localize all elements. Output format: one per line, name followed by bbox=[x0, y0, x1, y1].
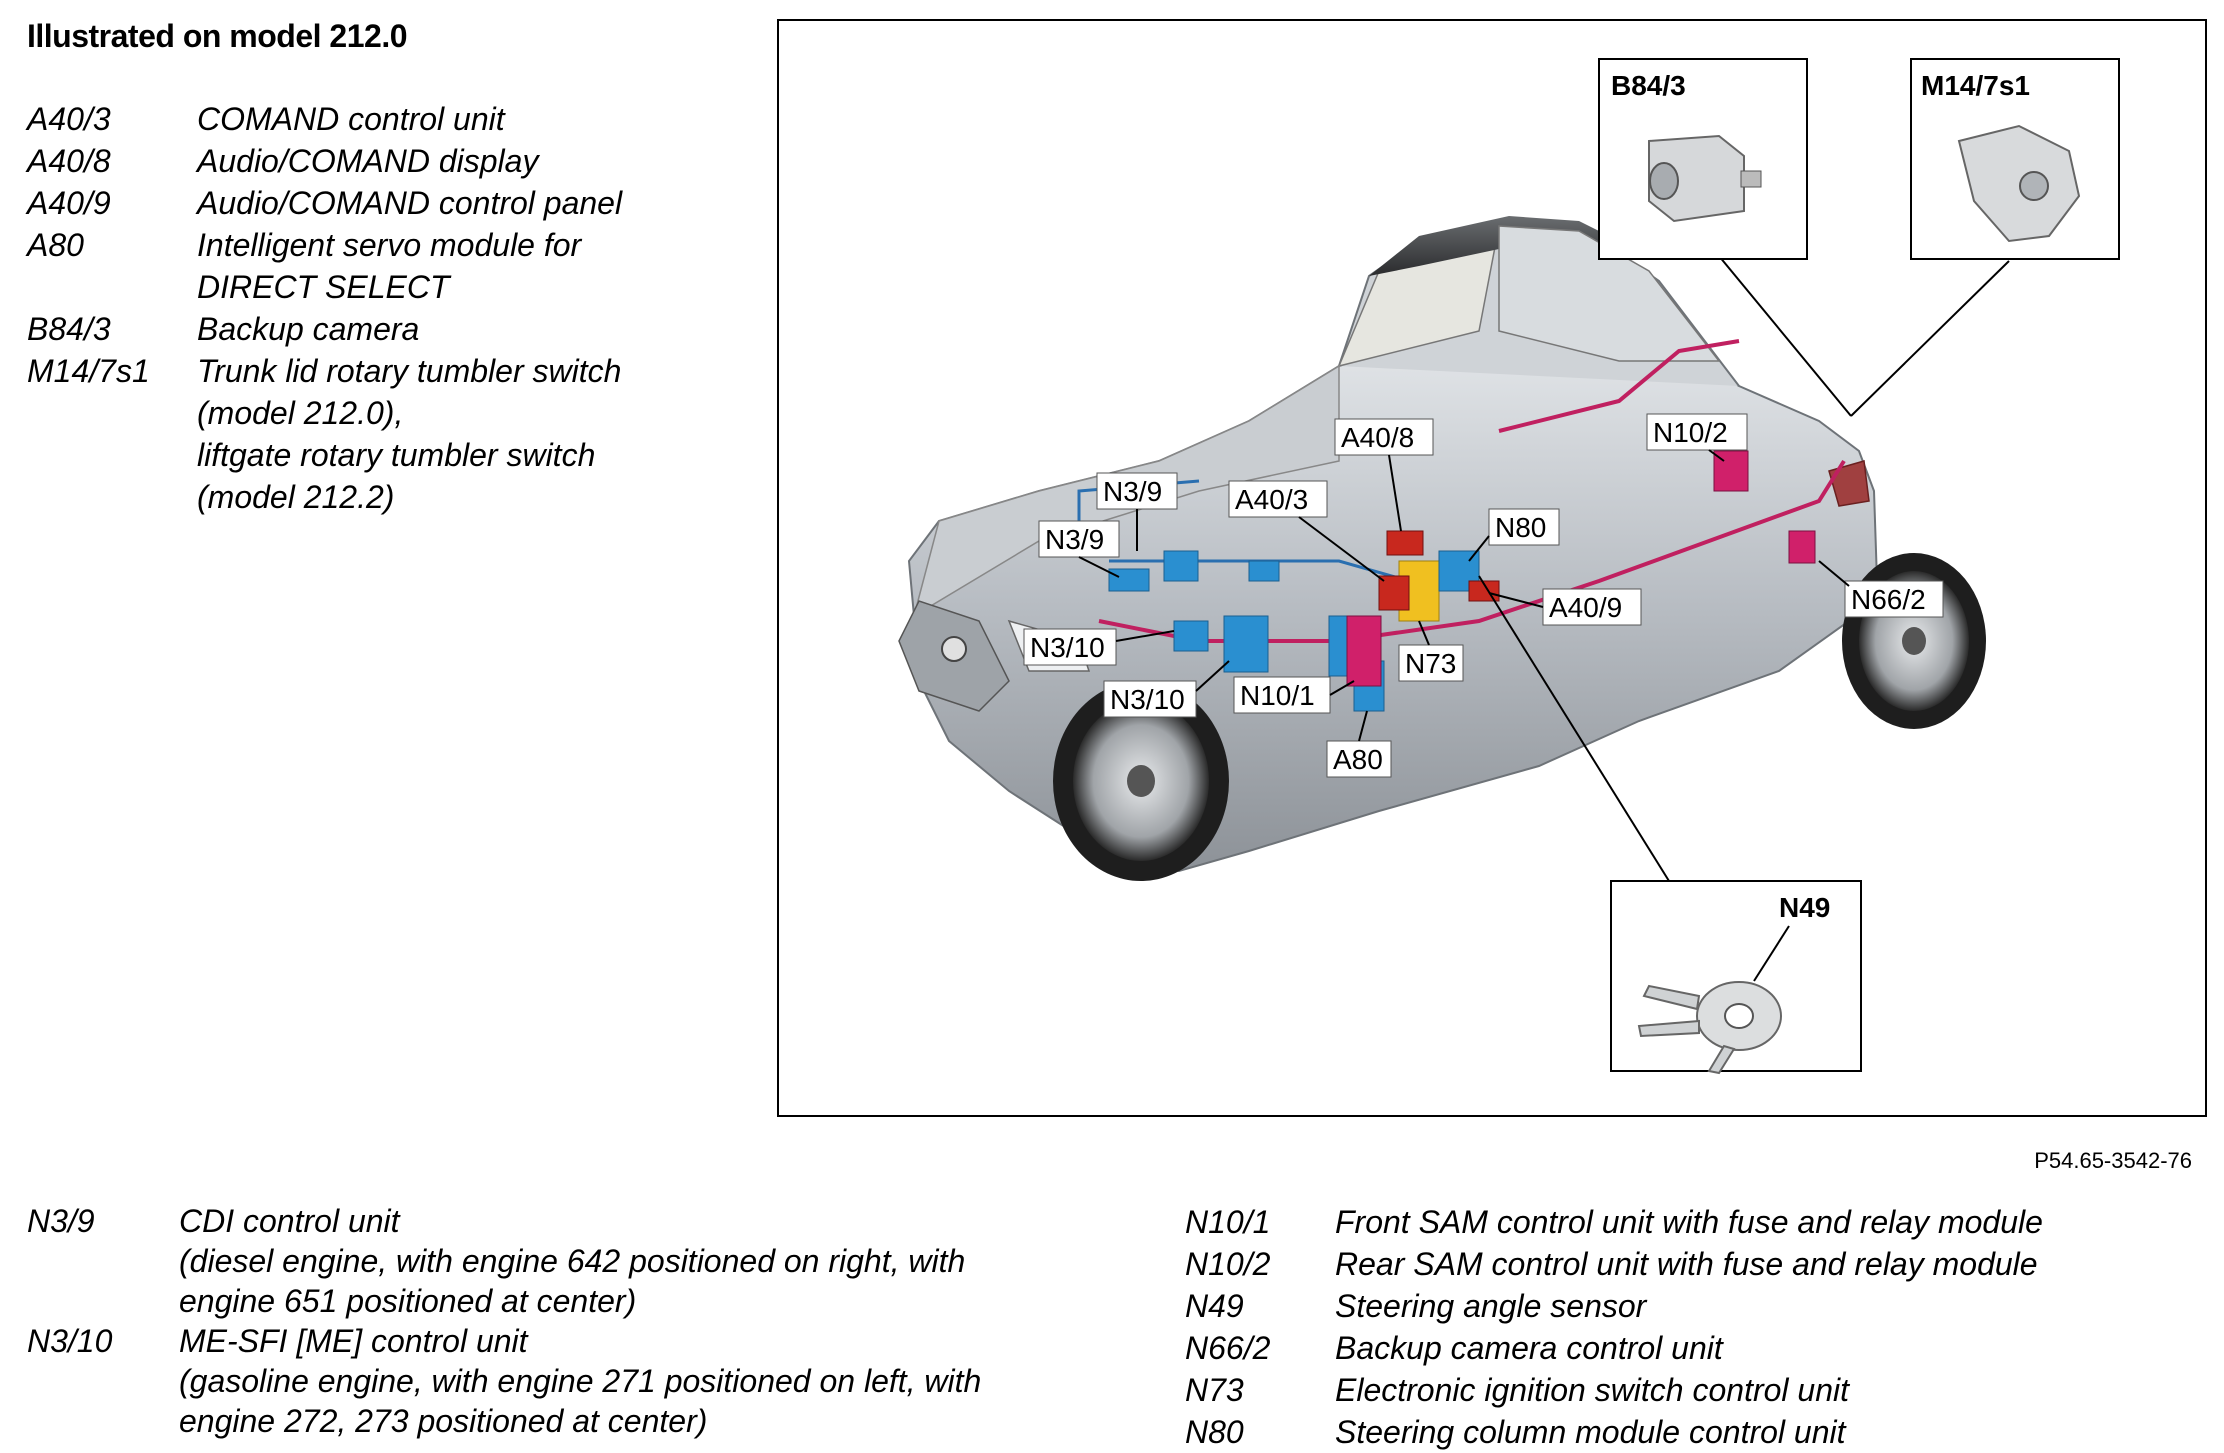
legend-entry: N49 Steering angle sensor bbox=[1185, 1285, 2043, 1327]
legend-description: Electronic ignition switch control unit bbox=[1335, 1372, 1850, 1408]
callouts: N3/9 N3/9 A40/8 A40/3 N10/2 N80 bbox=[1023, 413, 1944, 778]
legend-description: Audio/COMAND display bbox=[197, 143, 539, 179]
legend-entry: N10/2 Rear SAM control unit with fuse and… bbox=[1185, 1243, 2043, 1285]
legend-code: M14/7s1 bbox=[27, 353, 150, 389]
callout-label: A40/9 bbox=[1549, 592, 1622, 623]
callout-label: A40/3 bbox=[1235, 484, 1308, 515]
rear-wheel bbox=[1842, 553, 1986, 729]
callout-label: N73 bbox=[1405, 648, 1456, 679]
legend-entry: A40/9 Audio/COMAND control panel bbox=[27, 182, 622, 224]
legend-entry: A80 Intelligent servo module for DIRECT S… bbox=[27, 224, 622, 308]
legend-entry: N10/1 Front SAM control unit with fuse an… bbox=[1185, 1201, 2043, 1243]
legend-entry: N3/10 ME-SFI [ME] control unit (gasoline … bbox=[27, 1321, 981, 1441]
callout-n3-9-left: N3/9 bbox=[1038, 520, 1120, 578]
legend-description: Backup camera control unit bbox=[1335, 1330, 1723, 1366]
callout-label: N10/2 bbox=[1653, 417, 1728, 448]
legend-code: N80 bbox=[1185, 1414, 1244, 1450]
callout-n10-1: N10/1 bbox=[1233, 676, 1355, 714]
callout-label: N3/9 bbox=[1103, 476, 1162, 507]
legend-bottom-left: N3/9 CDI control unit (diesel engine, wit… bbox=[27, 1201, 981, 1441]
callout-label: N80 bbox=[1495, 512, 1546, 543]
legend-entry: A40/3 COMAND control unit bbox=[27, 98, 622, 140]
figure-reference: P54.65-3542-76 bbox=[2034, 1148, 2192, 1173]
callout-n80: N80 bbox=[1468, 508, 1560, 562]
legend-bottom-right: N10/1 Front SAM control unit with fuse an… bbox=[1185, 1201, 2043, 1453]
legend-code: N3/9 bbox=[27, 1203, 95, 1239]
callout-n3-9-top: N3/9 bbox=[1096, 472, 1178, 551]
page-title: Illustrated on model 212.0 bbox=[27, 18, 408, 54]
callout-a40-3: A40/3 bbox=[1228, 480, 1385, 582]
legend-code: A40/9 bbox=[27, 185, 111, 221]
callout-a80: A80 bbox=[1326, 710, 1392, 778]
inset-b84-3: B84/3 bbox=[1598, 58, 1808, 260]
legend-code: N66/2 bbox=[1185, 1330, 1271, 1366]
callout-n66-2: N66/2 bbox=[1818, 560, 1944, 618]
callout-label: A80 bbox=[1333, 744, 1383, 775]
inset-label-b84-3: B84/3 bbox=[1611, 70, 1686, 101]
legend-code: N10/1 bbox=[1185, 1204, 1271, 1240]
callout-a40-8: A40/8 bbox=[1334, 418, 1434, 532]
legend-entry: N73 Electronic ignition switch control un… bbox=[1185, 1369, 2043, 1411]
legend-code: A80 bbox=[27, 227, 84, 263]
legend-description: Audio/COMAND control panel bbox=[197, 185, 623, 221]
legend-description: Rear SAM control unit with fuse and rela… bbox=[1335, 1246, 2038, 1282]
inset-label-m14-7s1: M14/7s1 bbox=[1921, 70, 2030, 101]
legend-code: A40/3 bbox=[27, 101, 111, 137]
legend-entry: A40/8 Audio/COMAND display bbox=[27, 140, 622, 182]
legend-code: N49 bbox=[1185, 1288, 1244, 1324]
callout-label: N66/2 bbox=[1851, 584, 1926, 615]
diagram-frame: B84/3 M14/7s1 N49 N3/9 N3/9 bbox=[777, 19, 2207, 1117]
legend-entry: N66/2 Backup camera control unit bbox=[1185, 1327, 2043, 1369]
inset-label-n49: N49 bbox=[1779, 892, 1830, 923]
callout-label: A40/8 bbox=[1341, 422, 1414, 453]
inset-m14-7s1: M14/7s1 bbox=[1910, 58, 2120, 260]
legend-description: Backup camera bbox=[197, 311, 420, 347]
legend-entry: N80 Steering column module control unit bbox=[1185, 1411, 2043, 1453]
callout-n3-10-low: N3/10 bbox=[1103, 660, 1230, 718]
legend-description: ME-SFI [ME] control unit (gasoline engin… bbox=[179, 1323, 982, 1439]
legend-description: Front SAM control unit with fuse and rel… bbox=[1335, 1204, 2043, 1240]
inset-leaders bbox=[1478, 255, 2010, 882]
legend-entry: M14/7s1 Trunk lid rotary tumbler switch (… bbox=[27, 350, 622, 518]
legend-entry: N3/9 CDI control unit (diesel engine, wit… bbox=[27, 1201, 981, 1321]
legend-code: N3/10 bbox=[27, 1323, 113, 1359]
callout-label: N3/10 bbox=[1110, 684, 1185, 715]
front-wheel bbox=[1053, 681, 1229, 881]
legend-entry: B84/3 Backup camera bbox=[27, 308, 622, 350]
callout-label: N3/9 bbox=[1045, 524, 1104, 555]
legend-description: Trunk lid rotary tumbler switch (model 2… bbox=[197, 353, 622, 515]
inset-n49: N49 bbox=[1610, 880, 1862, 1075]
legend-description: CDI control unit (diesel engine, with en… bbox=[179, 1203, 966, 1319]
car-diagram: B84/3 M14/7s1 N49 N3/9 N3/9 bbox=[898, 58, 2120, 1075]
callout-n73: N73 bbox=[1398, 620, 1464, 682]
legend-code: B84/3 bbox=[27, 311, 111, 347]
callout-n10-2: N10/2 bbox=[1646, 413, 1748, 462]
legend-code: N10/2 bbox=[1185, 1246, 1271, 1282]
legend-code: N73 bbox=[1185, 1372, 1244, 1408]
callout-label: N3/10 bbox=[1030, 632, 1105, 663]
callout-a40-9: A40/9 bbox=[1488, 588, 1642, 626]
legend-description: Steering column module control unit bbox=[1335, 1414, 1846, 1450]
callout-n3-10-left: N3/10 bbox=[1023, 628, 1175, 666]
legend-description: Steering angle sensor bbox=[1335, 1288, 1647, 1324]
legend-code: A40/8 bbox=[27, 143, 111, 179]
legend-description: Intelligent servo module for DIRECT SELE… bbox=[197, 227, 582, 305]
legend-description: COMAND control unit bbox=[197, 101, 505, 137]
callout-label: N10/1 bbox=[1240, 680, 1315, 711]
